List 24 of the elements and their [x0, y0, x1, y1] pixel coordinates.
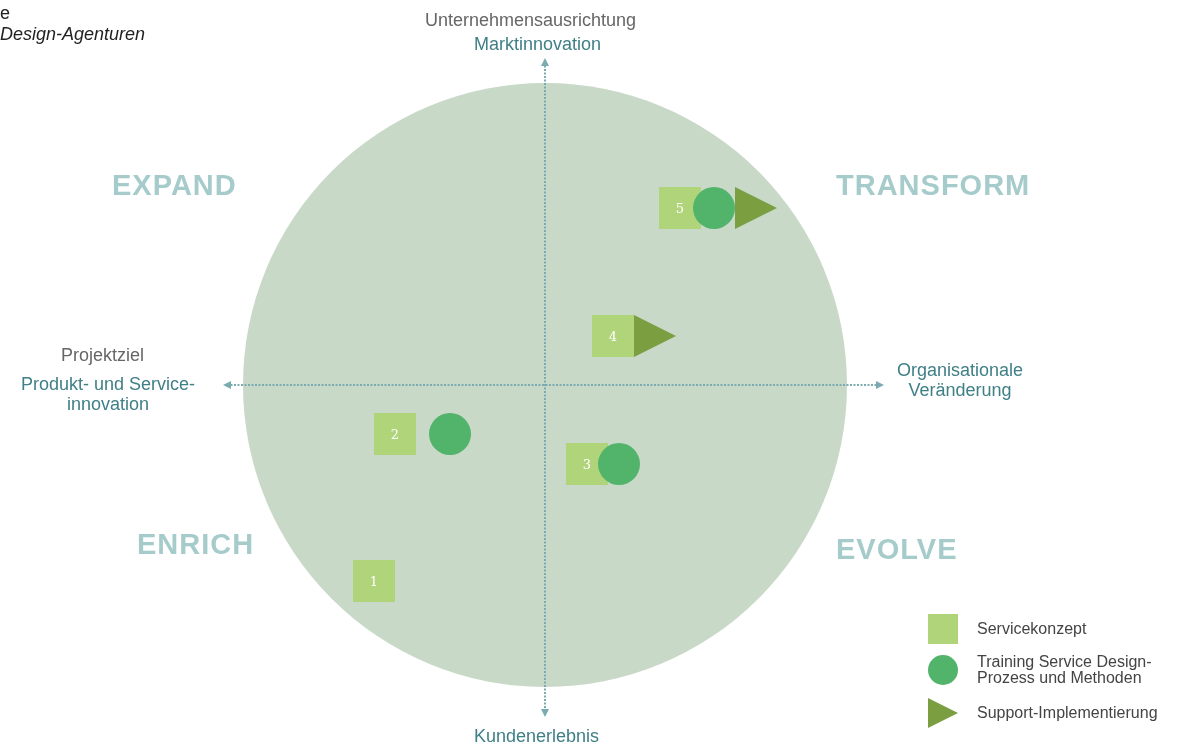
quadrant-label: EVOLVE [836, 533, 958, 565]
heading-text: e [0, 3, 10, 23]
axis-label: Kundenerlebnis [474, 726, 600, 746]
quadrant-label: TRANSFORM [836, 169, 1031, 201]
axis-label: Organisationale Veränderung [895, 360, 1025, 400]
numbered-square: 1 [353, 560, 395, 602]
triangle-marker [735, 187, 777, 229]
numbered-square: 5 [659, 187, 701, 229]
legend-label: Training Service Design-Prozess und Methoden [977, 654, 1153, 686]
axis-label: Marktinnovation [474, 34, 602, 54]
quadrant-label: EXPAND [112, 169, 237, 201]
numbered-square: 4 [592, 315, 634, 357]
axis-title: Unternehmensausrichtung [425, 10, 637, 30]
numbered-square: 2 [374, 413, 416, 455]
legend-label: Servicekonzept [977, 621, 1088, 637]
triangle-marker [634, 315, 676, 357]
heading-text: Design-Agenturen [0, 24, 146, 44]
quadrant-label: ENRICH [137, 528, 255, 560]
circle-marker [429, 413, 471, 455]
circle-marker [693, 187, 735, 229]
circle-marker [598, 443, 640, 485]
legend-label: Support-Implementierung [977, 705, 1159, 721]
axis-title: Projektziel [61, 345, 145, 365]
axis-label: Produkt- und Service- innovation [19, 374, 197, 414]
